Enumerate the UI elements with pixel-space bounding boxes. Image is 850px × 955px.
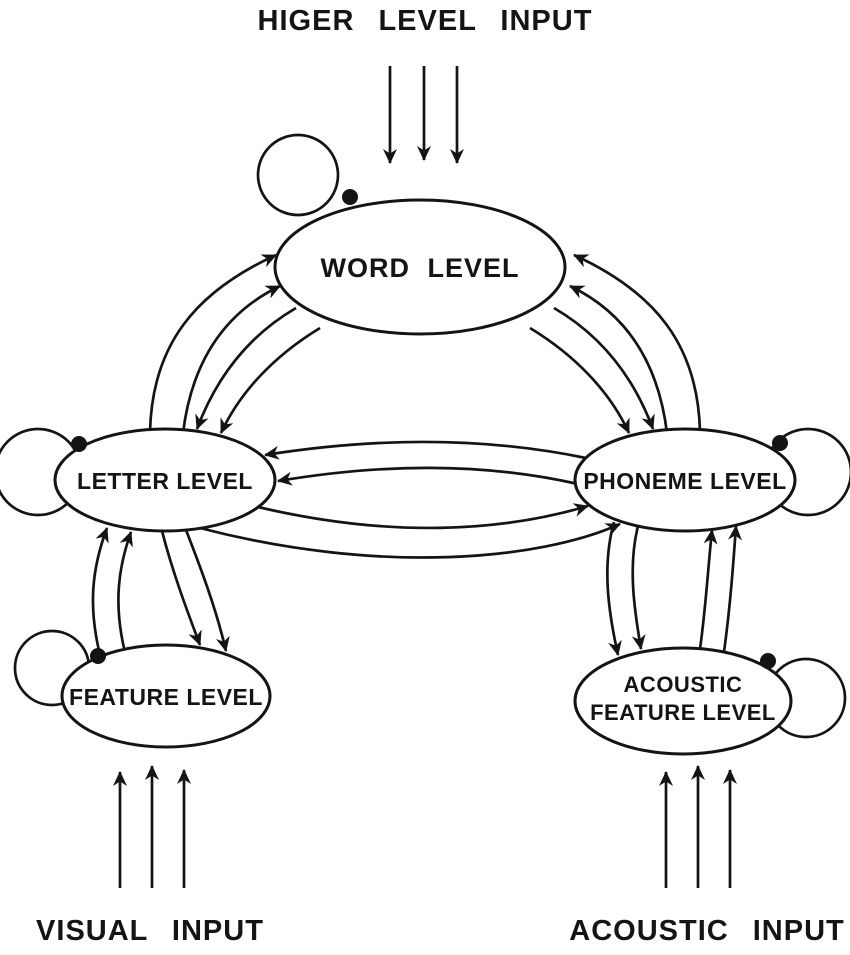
- letter-level-label: LETTER LEVEL: [77, 468, 253, 494]
- inhibitory-dots: [71, 189, 788, 669]
- phoneme-to-acoustic-arrow: [606, 521, 622, 656]
- word-to-letter-arrow: [195, 306, 297, 430]
- word-to-letter-arrow: [219, 326, 321, 434]
- word-to-phoneme-arrow: [553, 306, 655, 430]
- acoustic-input-label: ACOUSTIC INPUT: [569, 915, 845, 947]
- feature-level-node: [60, 643, 272, 749]
- phoneme-to-word-arrow: [569, 284, 669, 434]
- phoneme-to-letter-arrow: [264, 440, 587, 460]
- acoustic-feature-level-label-line1: ACOUSTIC: [624, 672, 743, 697]
- word-letter-connections: [148, 253, 321, 434]
- word-level-node: [273, 198, 567, 336]
- letter-phoneme-connections: [199, 440, 621, 559]
- letter-to-word-arrow: [148, 253, 277, 433]
- letter-to-phoneme-arrow: [199, 522, 621, 559]
- feature-level-label: FEATURE LEVEL: [69, 684, 263, 710]
- acoustic-feature-loop-dot: [760, 653, 776, 669]
- letter-feature-connections: [91, 527, 230, 656]
- phoneme-acoustic-connections: [606, 521, 742, 656]
- higher-level-input-arrows: [383, 66, 464, 164]
- letter-to-word-arrow: [181, 284, 281, 434]
- phoneme-loop-dot: [772, 435, 788, 451]
- word-self-loop: [256, 133, 340, 217]
- feature-to-letter-arrow: [91, 527, 109, 656]
- letter-to-phoneme-arrow: [257, 503, 589, 530]
- phoneme-to-word-arrow: [573, 253, 702, 433]
- acoustic-input-arrows: [659, 765, 737, 888]
- letter-to-feature-arrow: [184, 529, 230, 652]
- acoustic-feature-level-node: [573, 646, 793, 756]
- visual-input-label: VISUAL INPUT: [36, 915, 264, 947]
- phoneme-to-acoustic-arrow: [631, 525, 646, 650]
- phoneme-to-letter-arrow: [277, 466, 579, 486]
- acoustic-feature-level-label-line2: FEATURE LEVEL: [590, 700, 776, 725]
- letter-level-node: [53, 427, 277, 533]
- word-to-phoneme-arrow: [529, 326, 631, 434]
- visual-input-arrows: [113, 765, 191, 888]
- feature-loop-dot: [90, 648, 106, 664]
- higher-level-input-label: HIGER LEVEL INPUT: [258, 5, 593, 37]
- word-phoneme-connections: [529, 253, 702, 434]
- word-level-label: WORD LEVEL: [321, 253, 520, 283]
- phoneme-level-label: PHONEME LEVEL: [583, 468, 786, 494]
- feature-to-letter-arrow: [117, 531, 133, 649]
- nodes: [53, 198, 797, 756]
- acoustic-to-phoneme-arrow: [698, 529, 718, 650]
- word-loop-dot: [342, 189, 358, 205]
- acoustic-to-phoneme-arrow: [722, 525, 742, 653]
- phoneme-level-node: [573, 427, 797, 533]
- letter-loop-dot: [71, 436, 87, 452]
- letter-to-feature-arrow: [160, 530, 202, 646]
